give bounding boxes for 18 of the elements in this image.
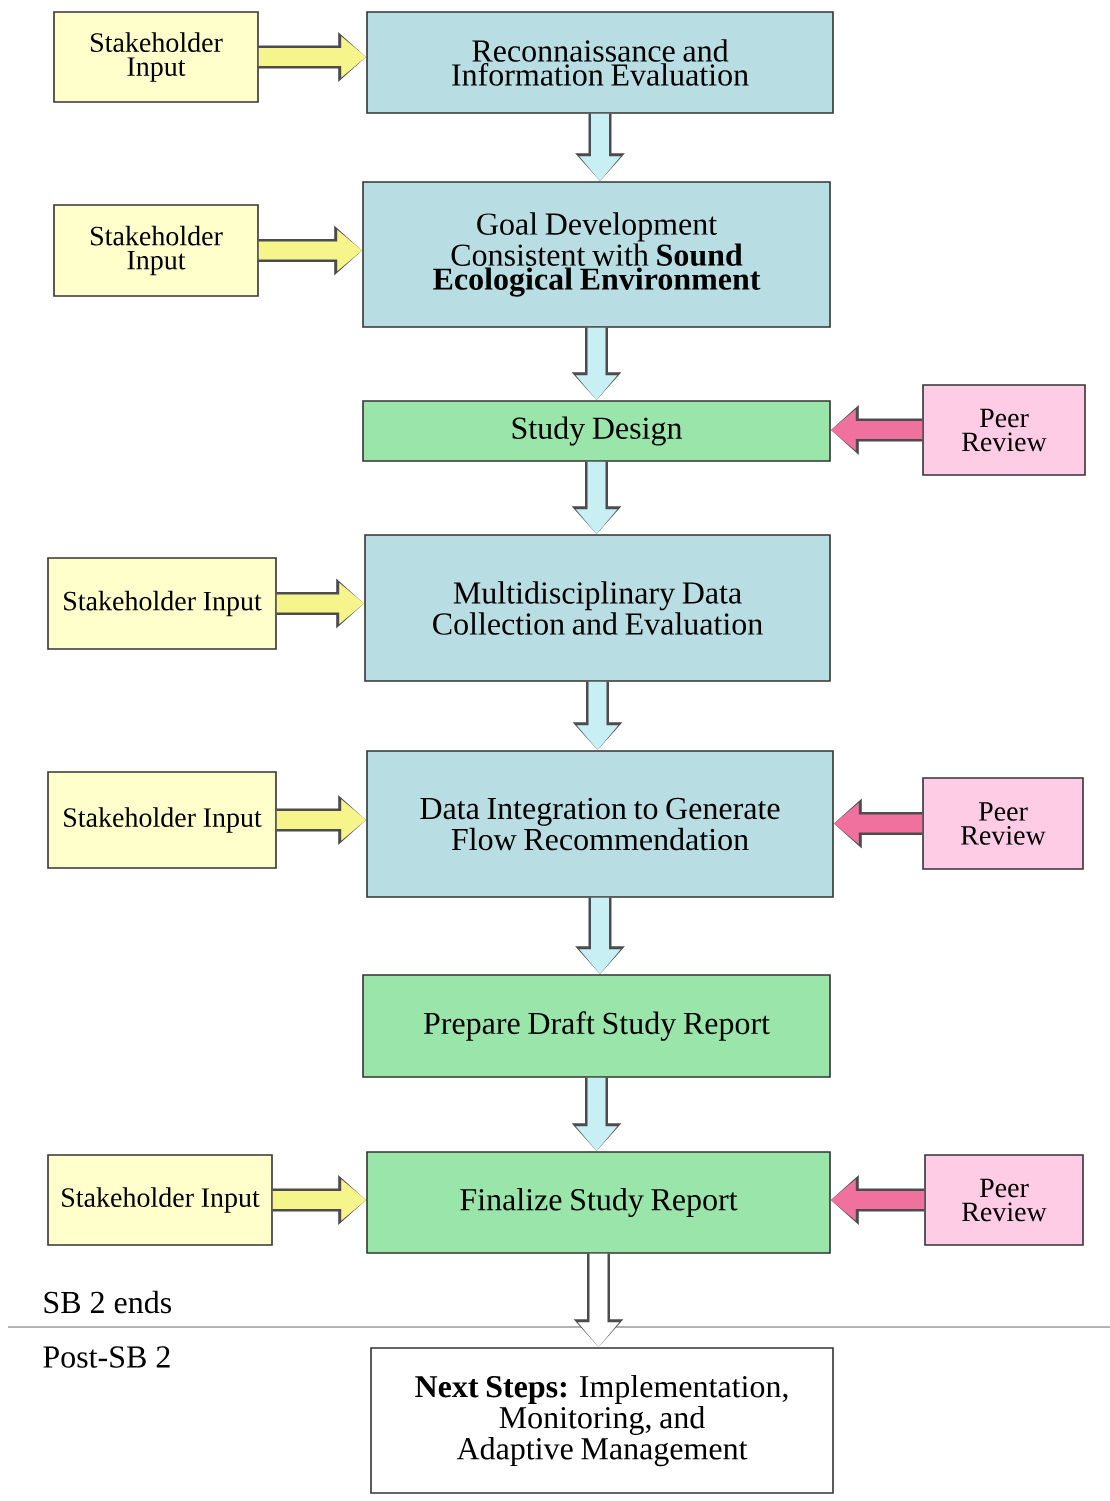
outcome-box: Next Steps: Implementation, Monitoring, and Adaptive Management (370, 1347, 834, 1494)
process-box: Finalize Study Report (366, 1151, 831, 1254)
review-box: Peer Review (922, 384, 1086, 476)
input-box: Stakeholder Input (47, 557, 277, 650)
input-box: Stakeholder Input (47, 771, 277, 869)
review-box: Peer Review (922, 777, 1084, 870)
process-box: Goal Development Consistent with Sound Ecological Environment (362, 181, 831, 328)
section-label: SB 2 ends (44, 1290, 172, 1314)
input-box: Stakeholder Input (53, 204, 259, 297)
process-box: Prepare Draft Study Report (362, 974, 831, 1078)
process-box: Multidisciplinary Data Collection and Evaluation (364, 534, 831, 682)
process-box: Data Integration to Generate Flow Recommendation (366, 750, 834, 898)
review-box: Peer Review (924, 1154, 1084, 1246)
input-box: Stakeholder Input (53, 11, 259, 103)
input-box: Stakeholder Input (47, 1154, 273, 1246)
process-box: Reconnaissance and Information Evaluation (366, 11, 834, 114)
process-box: Study Design (362, 400, 831, 462)
section-label: Post-SB 2 (43, 1346, 170, 1368)
